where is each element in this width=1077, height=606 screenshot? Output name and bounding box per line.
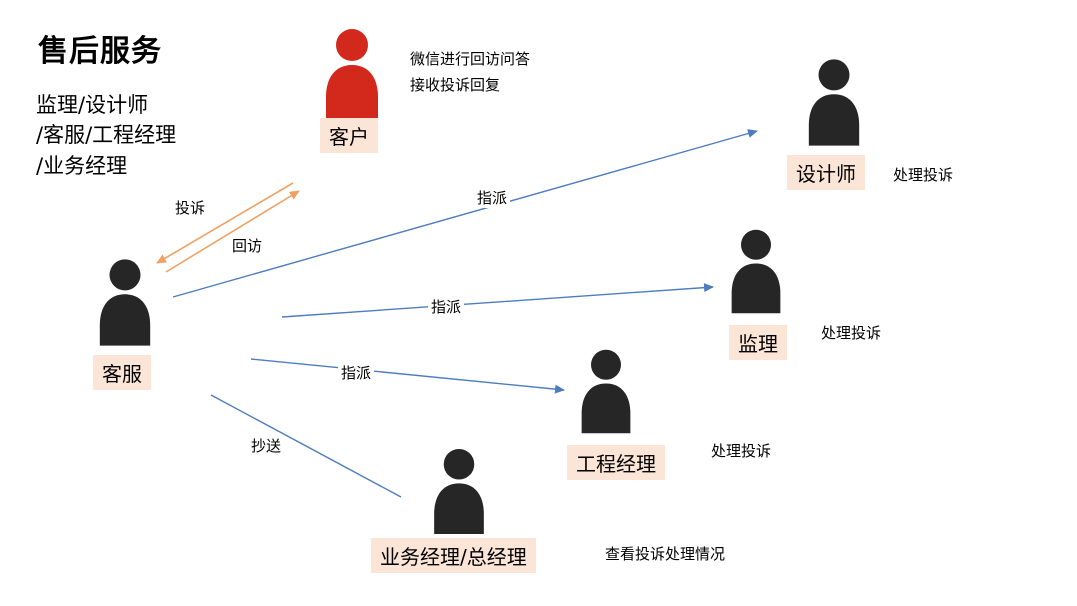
supervisor-person-icon bbox=[726, 228, 786, 314]
edge-assign-supervisor bbox=[281, 283, 714, 318]
subtitle-line-1: 监理/设计师 bbox=[36, 93, 149, 117]
customer-note: 微信进行回访问答 接收投诉回复 bbox=[410, 46, 530, 99]
subtitle: 监理/设计师 /客服/工程经理 /业务经理 bbox=[36, 90, 176, 181]
designer-note: 处理投诉 bbox=[893, 166, 954, 184]
customer-service-label: 客服 bbox=[93, 355, 151, 390]
designer-label: 设计师 bbox=[787, 155, 865, 190]
edge-followup bbox=[165, 190, 300, 273]
customer-service-person-icon bbox=[94, 258, 156, 346]
business-manager-person-icon bbox=[428, 448, 490, 534]
edge-label-complaint: 投诉 bbox=[172, 197, 209, 218]
customer-note-line-1: 微信进行回访问答 bbox=[410, 50, 531, 68]
customer-person-icon bbox=[319, 28, 385, 118]
edge-label-followup: 回访 bbox=[229, 235, 266, 256]
project-manager-label: 工程经理 bbox=[567, 445, 665, 480]
customer-label: 客户 bbox=[320, 118, 378, 153]
edge-complaint bbox=[156, 182, 294, 264]
supervisor-label: 监理 bbox=[729, 325, 787, 360]
subtitle-line-3: /业务经理 bbox=[36, 153, 128, 178]
edge-label-cc: 抄送 bbox=[248, 435, 285, 456]
edge-cc-business-manager bbox=[210, 394, 402, 498]
designer-person-icon bbox=[803, 58, 865, 146]
customer-note-line-2: 接收投诉回复 bbox=[410, 76, 501, 95]
subtitle-line-2: /客服/工程经理 bbox=[36, 123, 177, 148]
project-manager-person-icon bbox=[576, 348, 636, 434]
edge-assign-designer bbox=[172, 129, 758, 298]
business-manager-note: 查看投诉处理情况 bbox=[605, 545, 726, 563]
edge-label-assign-supervisor: 指派 bbox=[428, 296, 465, 317]
supervisor-note: 处理投诉 bbox=[821, 324, 882, 342]
edge-assign-project-manager bbox=[250, 358, 565, 394]
edge-label-assign-project-manager: 指派 bbox=[338, 362, 375, 383]
project-manager-note: 处理投诉 bbox=[711, 442, 772, 460]
business-manager-label: 业务经理/总经理 bbox=[371, 538, 536, 573]
page-title: 售后服务 bbox=[38, 34, 162, 69]
edge-label-assign-designer: 指派 bbox=[474, 187, 511, 208]
